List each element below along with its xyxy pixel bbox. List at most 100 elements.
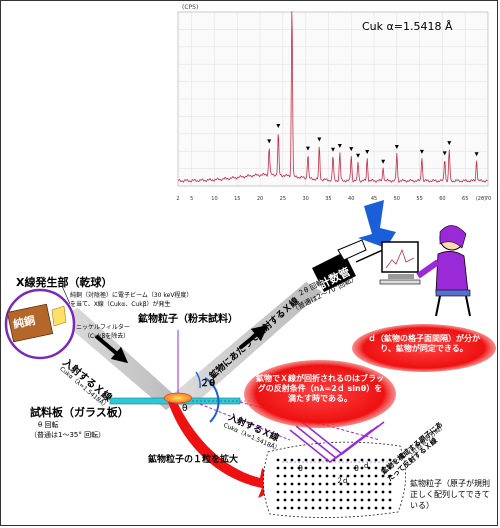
two-d-label: ２d: [336, 477, 348, 485]
lattice-atom: [360, 458, 364, 462]
chart-x-tick-label: 20: [257, 196, 263, 202]
lattice-atom: [360, 498, 364, 502]
lattice-atom: [353, 474, 357, 478]
theta-rotation-label: θ 回転: [38, 421, 59, 429]
lattice-atom: [276, 498, 280, 502]
source-desc-2: を当て、X線（Cukα、Cukβ）が発生: [70, 301, 171, 308]
lattice-atom: [318, 458, 322, 462]
lattice-atom: [304, 482, 308, 486]
chart-peak-marker: [276, 124, 281, 129]
chart-x-tick-label: 5: [190, 196, 193, 202]
lattice-atom: [290, 506, 294, 510]
lattice-atom: [297, 482, 301, 486]
lattice-atom: [332, 482, 336, 486]
theta-range-label: （普通は1～35° 回転）: [30, 431, 106, 439]
lattice-atom: [276, 466, 280, 470]
guide-line-1: [199, 403, 291, 441]
lattice-atom: [381, 490, 385, 494]
chart-x-tick-label: 10: [211, 196, 217, 202]
chart-peak-marker: [419, 149, 424, 154]
lattice-atom: [297, 466, 301, 470]
lattice-atom: [283, 498, 287, 502]
lattice-atom: [388, 458, 392, 462]
chart-peak-marker: [381, 159, 386, 164]
lattice-atom: [346, 506, 350, 510]
lattice-atom: [353, 506, 357, 510]
nickel-filter-label: ニッケルフィルター: [76, 324, 130, 331]
lattice-atom: [283, 482, 287, 486]
chart-peak-marker: [267, 139, 272, 144]
chart-x-tick-label: 25: [280, 196, 286, 202]
chart-spectrum-line: [177, 11, 488, 184]
d-bubble-text: ｄ（鉱物の格子面間隔）が分かり、鉱物が同定できる。: [368, 334, 480, 353]
lattice-atom: [311, 490, 315, 494]
theta-arc: [204, 377, 220, 423]
chart-peak-marker: [331, 147, 335, 152]
source-desc-1: 純銅（対陰極）に電子ビーム（30 keV程度）: [70, 292, 193, 299]
lattice-atom: [276, 490, 280, 494]
magnify-label: 鉱物粒子の１粒を拡大: [148, 455, 239, 465]
lattice-atom: [374, 466, 378, 470]
lattice-atom: [318, 474, 322, 478]
lattice-atom: [381, 506, 385, 510]
lattice-atom: [276, 506, 280, 510]
lattice-atom: [346, 490, 350, 494]
lattice-atom: [332, 506, 336, 510]
lattice-atom: [311, 498, 315, 502]
chart-x-tick-label: 45: [371, 196, 377, 202]
lattice-atom: [381, 498, 385, 502]
chart-x-tick-label: 15: [234, 196, 240, 202]
lattice-atom: [374, 498, 378, 502]
lattice-atom: [360, 474, 364, 478]
lattice-atom: [283, 506, 287, 510]
crystal-lattice: [263, 441, 406, 518]
chart-x-tick-label: 40: [348, 196, 354, 202]
lattice-atom: [276, 482, 280, 486]
lattice-atom: [374, 490, 378, 494]
lattice-atom: [304, 498, 308, 502]
lattice-atom: [283, 466, 287, 470]
lattice-atom: [367, 490, 371, 494]
chart-x-tick-label: 70: [485, 196, 491, 202]
lattice-atom: [325, 466, 329, 470]
lattice-atom: [339, 506, 343, 510]
source-pointer: [61, 285, 71, 305]
lattice-atom: [339, 482, 343, 486]
lattice-atom: [318, 482, 322, 486]
lattice-atom: [353, 458, 357, 462]
lattice-atom: [374, 506, 378, 510]
lattice-atom: [297, 474, 301, 478]
lattice-atom: [318, 490, 322, 494]
lattice-atom: [318, 506, 322, 510]
incident-arrow: [94, 334, 129, 364]
lattice-atom: [374, 482, 378, 486]
chart-peak-marker: [305, 146, 310, 151]
nickel-filter-sub: （Cukβを除去）: [84, 333, 130, 340]
chart-peak-marker: [447, 141, 452, 146]
lattice-atom: [332, 474, 336, 478]
chart-peak-marker: [337, 143, 342, 148]
chart-x-tick-label: 55: [416, 196, 422, 202]
lattice-atom: [297, 490, 301, 494]
lattice-atom: [325, 482, 329, 486]
lattice-atom: [304, 458, 308, 462]
lattice-atom: [339, 474, 343, 478]
lattice-atom: [290, 482, 294, 486]
lattice-atom: [304, 474, 308, 478]
theta-small-label-right: θ: [354, 464, 359, 473]
xray-source-label: X線発生部（乾球）: [16, 276, 113, 289]
lattice-atom: [297, 498, 301, 502]
lattice-atom: [367, 474, 371, 478]
lattice-atom: [311, 458, 315, 462]
lattice-atom: [283, 474, 287, 478]
lattice-atom: [290, 466, 294, 470]
crystal-label: 鉱物粒子（原子が規則正しく配列してできている）: [410, 479, 490, 510]
lattice-atom: [374, 458, 378, 462]
lattice-atom: [388, 498, 392, 502]
lattice-atom: [388, 506, 392, 510]
reflected-arrow: [238, 324, 269, 350]
lattice-atom: [283, 490, 287, 494]
